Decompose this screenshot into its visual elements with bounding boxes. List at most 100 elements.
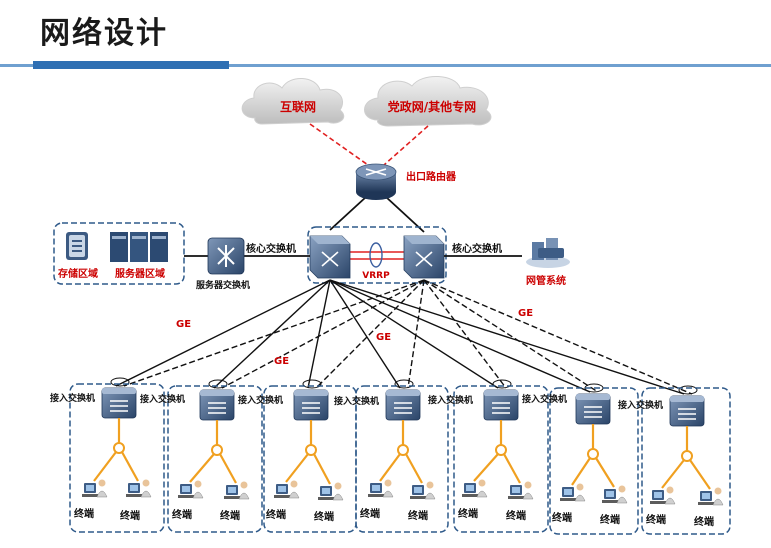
uplink-dashed-4	[407, 279, 425, 389]
uplink-solid-2	[213, 279, 331, 389]
terminal-1-a	[82, 479, 108, 498]
uplink-dashed-2	[221, 279, 425, 389]
wan-links	[309, 123, 429, 166]
server-rack-icon	[110, 232, 168, 262]
access-switch-7	[669, 395, 705, 427]
access-group-border-7	[641, 387, 731, 535]
terminal-label-3-b: 终端	[314, 510, 334, 523]
access-switch-arrows-icon	[110, 400, 128, 412]
access-group-2: 接入交换机终端终端	[140, 385, 263, 533]
uplink-bundle-2	[208, 379, 228, 389]
access-switch-label-2: 接入交换机	[140, 393, 185, 405]
core-switch-right-label: 核心交换机	[452, 242, 502, 255]
terminal-3-b	[318, 482, 344, 501]
access-group-border-6	[549, 387, 639, 535]
access-switch-2	[199, 389, 235, 421]
access-group-border-2	[167, 385, 263, 533]
server-switch: 服务器交换机	[196, 237, 250, 291]
access-switch-label-4: 接入交换机	[334, 395, 379, 407]
access-group-6: 接入交换机终端终端	[522, 387, 639, 535]
ge-label-1: GE	[176, 319, 191, 330]
access-switch-arrows-icon	[678, 408, 696, 420]
access-switch-label-7: 接入交换机	[618, 399, 663, 411]
core-switch-group	[307, 226, 447, 284]
terminal-label-3-a: 终端	[266, 508, 286, 521]
cloud-gov-network-label: 党政网/其他专网	[388, 99, 476, 114]
terminal-5-a	[462, 479, 488, 498]
vrrp-link: VRRP	[350, 242, 404, 281]
terminal-label-4-b: 终端	[408, 509, 428, 522]
uplink-dashed-5	[423, 279, 507, 389]
nms-system: 网管系统	[526, 238, 570, 287]
access-switch-1	[101, 387, 137, 419]
uplink-solid-4	[329, 279, 401, 389]
terminal-label-7-b: 终端	[694, 515, 714, 528]
vrrp-label: VRRP	[362, 271, 390, 281]
access-hub-4	[397, 444, 409, 456]
terminal-2-b	[224, 481, 250, 500]
terminal-1-b	[126, 479, 152, 498]
access-group-border-3	[263, 385, 357, 533]
access-switch-6	[575, 393, 611, 425]
access-switch-arrows-icon	[584, 406, 602, 418]
router-arrows-icon	[365, 168, 387, 176]
core-switch-right: 核心交换机	[403, 235, 502, 279]
router-core-links	[329, 196, 425, 233]
terminal-label-1-b: 终端	[120, 509, 140, 522]
core-switch-left: 核心交换机	[246, 235, 351, 279]
title-accent-bar	[33, 61, 229, 69]
uplink-solid-3	[307, 279, 331, 389]
cloud-internet-label: 互联网	[280, 100, 316, 114]
terminal-label-6-b: 终端	[600, 513, 620, 526]
terminal-6-b	[602, 485, 628, 504]
access-group-border-1	[69, 383, 165, 533]
terminal-label-5-a: 终端	[458, 507, 478, 520]
page-title: 网络设计	[40, 16, 168, 51]
terminal-label-1-a: 终端	[74, 507, 94, 520]
access-hub-5	[495, 444, 507, 456]
uplink-dashed-7	[423, 279, 693, 395]
terminal-3-a	[274, 480, 300, 499]
terminal-7-a	[650, 486, 676, 505]
core-switch-right-arrows-icon	[415, 251, 433, 267]
terminal-4-a	[368, 479, 394, 498]
access-hub-3	[305, 444, 317, 456]
terminal-label-5-b: 终端	[506, 509, 526, 522]
uplink-dashed-1	[123, 279, 425, 387]
terminal-7-b	[698, 487, 724, 506]
access-switch-arrows-icon	[394, 402, 412, 414]
access-switch-label-3: 接入交换机	[238, 394, 283, 406]
access-switch-5	[483, 389, 519, 421]
access-switch-3	[293, 389, 329, 421]
uplink-dashed-3	[315, 279, 425, 389]
terminal-label-2-a: 终端	[172, 508, 192, 521]
access-switch-arrows-icon	[492, 402, 510, 414]
access-groups: 接入交换机终端终端接入交换机终端终端接入交换机终端终端接入交换机终端终端接入交换…	[50, 383, 731, 535]
server-area-label: 服务器区域	[115, 267, 165, 280]
storage-area-label: 存储区域	[58, 267, 98, 280]
exit-router: 出口路由器	[355, 163, 457, 200]
nms-label: 网管系统	[526, 274, 566, 287]
terminal-label-7-a: 终端	[646, 513, 666, 526]
core-access-uplinks	[110, 279, 698, 395]
access-switch-arrows-icon	[302, 402, 320, 414]
access-group-border-5	[453, 385, 549, 533]
uplink-bundle-1	[110, 377, 130, 387]
terminal-label-4-a: 终端	[360, 507, 380, 520]
uplink-solid-6	[329, 279, 591, 393]
server-switch-label: 服务器交换机	[196, 279, 250, 291]
access-switch-label-6: 接入交换机	[522, 393, 567, 405]
uplink-solid-5	[329, 279, 499, 389]
access-switch-label-1: 接入交换机	[50, 392, 95, 404]
storage-server-group	[53, 222, 185, 285]
storage-device-icon	[66, 232, 88, 260]
uplink-bundle-5	[492, 379, 512, 389]
uplink-bundle-7	[678, 385, 698, 395]
exit-router-label: 出口路由器	[406, 170, 457, 183]
terminal-6-a	[560, 483, 586, 502]
access-switch-arrows-icon	[208, 402, 226, 414]
